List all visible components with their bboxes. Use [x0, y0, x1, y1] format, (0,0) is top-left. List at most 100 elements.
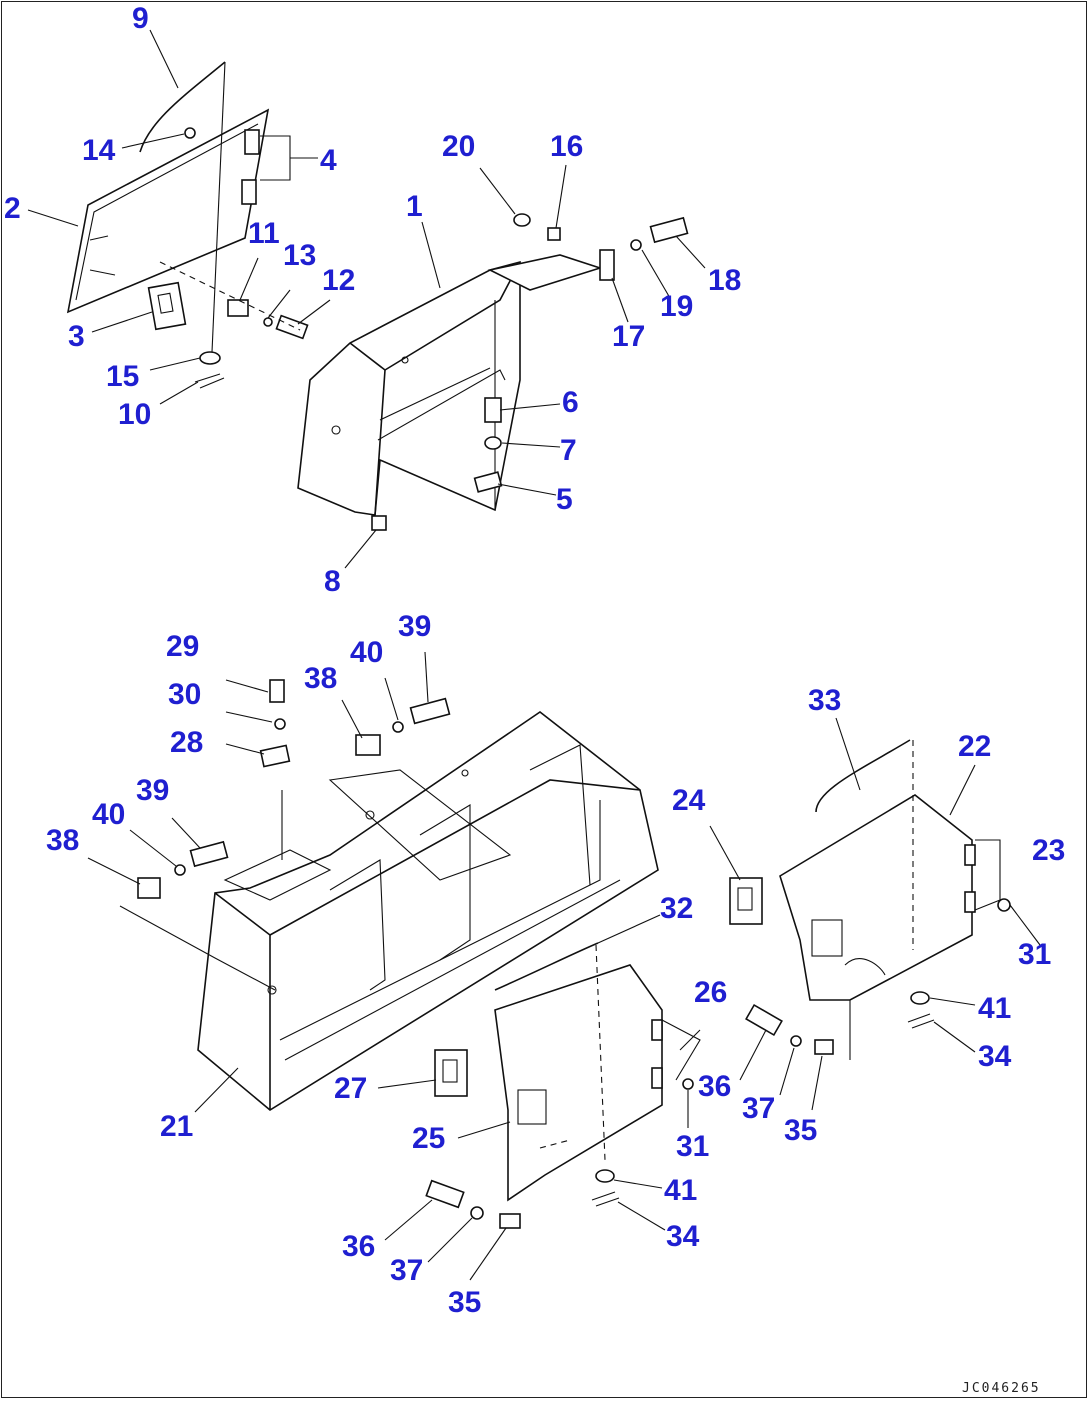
callout-19: 19 [660, 290, 693, 323]
bracket-38a [355, 734, 381, 756]
clamp-5 [473, 471, 503, 493]
bolt-29 [269, 679, 285, 703]
washer-41a [910, 991, 930, 1005]
bolt-18 [649, 216, 689, 244]
callout-22: 22 [958, 730, 991, 763]
hinge-26b [651, 1067, 663, 1089]
callout-5: 5 [556, 483, 573, 516]
callout-30: 30 [168, 678, 201, 711]
leader-lines-upper [27, 29, 706, 569]
leader-lines-lower [87, 651, 1041, 1281]
callout-39b: 39 [136, 774, 169, 807]
hinge-23a [964, 844, 976, 866]
callout-21: 21 [160, 1110, 193, 1143]
callout-25: 25 [412, 1122, 445, 1155]
callout-39a: 39 [398, 610, 431, 643]
callout-1: 1 [406, 190, 423, 223]
latch-block [147, 281, 187, 331]
square-nut [547, 227, 561, 241]
washer-19 [630, 239, 642, 251]
callout-24: 24 [672, 784, 706, 817]
rod-upper [139, 61, 226, 353]
clamp-35b [499, 1213, 521, 1229]
callout-38a: 38 [304, 662, 337, 695]
bolt-36b [425, 1179, 465, 1209]
washer-40b [174, 864, 186, 876]
lower-housing [197, 711, 659, 1111]
callout-29: 29 [166, 630, 199, 663]
bracket-38b [137, 877, 161, 899]
rod-33 [815, 739, 911, 813]
callout-27: 27 [334, 1072, 367, 1105]
washer-30 [274, 718, 286, 730]
callout-10: 10 [118, 398, 151, 431]
nut-8 [371, 515, 387, 531]
bolt-6 [484, 397, 502, 423]
callout-15: 15 [106, 360, 139, 393]
washer-41b [595, 1169, 615, 1183]
callout-17: 17 [612, 320, 645, 353]
bolt-39a [409, 697, 451, 725]
washer-40a [392, 721, 404, 733]
callout-3: 3 [68, 320, 85, 353]
washer-pin [194, 351, 225, 389]
callout-11: 11 [248, 217, 280, 250]
callout-4: 4 [320, 144, 337, 177]
callout-34a: 34 [978, 1040, 1012, 1073]
callout-33: 33 [808, 684, 841, 717]
hinges [241, 129, 260, 205]
washer-37a [790, 1035, 802, 1047]
callout-41b: 41 [664, 1174, 697, 1207]
callout-35a: 35 [784, 1114, 817, 1147]
callout-37b: 37 [390, 1254, 423, 1287]
bolt-36a [745, 1003, 783, 1037]
clamp-28 [259, 744, 291, 768]
callout-37a: 37 [742, 1092, 775, 1125]
callout-35b: 35 [448, 1286, 481, 1319]
callout-34b: 34 [666, 1220, 700, 1253]
door-panel-lower [494, 944, 663, 1202]
callout-32: 32 [660, 892, 693, 925]
callout-20: 20 [442, 130, 475, 163]
latch-27 [434, 1049, 468, 1097]
callout-26: 26 [694, 976, 727, 1009]
hinge-23b [964, 891, 976, 913]
callout-13: 13 [283, 239, 316, 272]
door-panel-right [779, 740, 973, 1001]
callout-31b: 31 [676, 1130, 709, 1163]
upper-cover-housing [297, 254, 603, 516]
callout-14: 14 [82, 134, 116, 167]
callout-38b: 38 [46, 824, 79, 857]
callout-8: 8 [324, 565, 341, 598]
cap-nut [513, 213, 531, 227]
rod-32 [494, 942, 599, 991]
door-panel-upper [66, 108, 270, 314]
knob [184, 127, 196, 139]
pin-34a [907, 1013, 935, 1029]
clamp-35a [814, 1039, 834, 1055]
callout-40b: 40 [92, 798, 125, 831]
callout-36a: 36 [698, 1070, 731, 1103]
washer-7 [484, 436, 502, 450]
bolt-39b [189, 840, 229, 868]
callout-36b: 36 [342, 1230, 375, 1263]
bracket-26 [661, 1019, 701, 1081]
axis-lower-left [119, 905, 276, 991]
knob-31a [997, 898, 1011, 912]
callout-12: 12 [322, 264, 355, 297]
callout-31a: 31 [1018, 938, 1051, 971]
callout-7: 7 [560, 434, 577, 467]
bracket-bolt-set [159, 261, 309, 340]
callout-18: 18 [708, 264, 741, 297]
callout-40a: 40 [350, 636, 383, 669]
callout-41a: 41 [978, 992, 1011, 1025]
callout-16: 16 [550, 130, 583, 163]
drawing-code: JC046265 [962, 1381, 1041, 1396]
hinge-26a [651, 1019, 663, 1041]
pin-34b [591, 1191, 620, 1207]
callout-labels: 9 14 4 2 11 13 12 3 15 10 20 16 1 18 19 … [4, 2, 1065, 1319]
knob-31b [682, 1078, 694, 1090]
